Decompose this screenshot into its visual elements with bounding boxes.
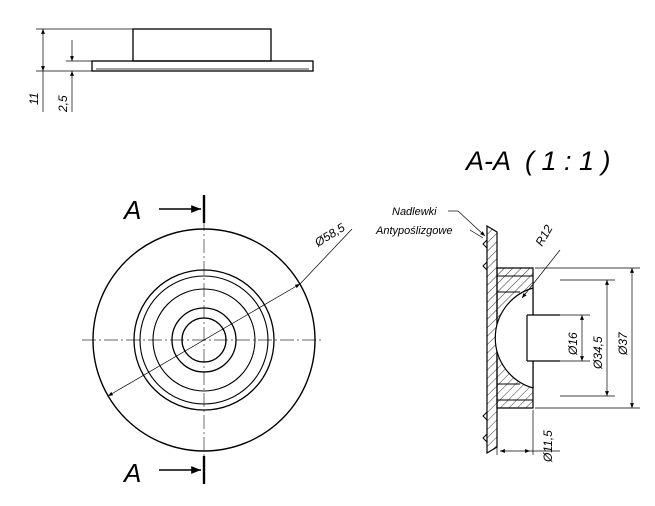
dim-d37: Ø37 bbox=[616, 331, 630, 356]
section-title: A-A ( 1 : 1 ) bbox=[464, 146, 611, 176]
dim-height-total: 11 bbox=[27, 93, 41, 105]
dim-radius: R12 bbox=[532, 222, 555, 248]
dim-d34-5: Ø34,5 bbox=[591, 336, 605, 370]
dim-d11-5: Ø11,5 bbox=[541, 430, 555, 463]
section-mark-bottom: A bbox=[122, 458, 141, 488]
side-view-flange bbox=[91, 60, 314, 72]
section-view: A-A ( 1 : 1 ) Nadlewki Antypoślizgowe R1… bbox=[375, 146, 640, 463]
front-view: Ø58,5 A A bbox=[82, 195, 353, 488]
dim-height-flange: 2,5 bbox=[56, 95, 70, 113]
dim-d16: Ø16 bbox=[566, 332, 580, 356]
dim-outer-diameter: Ø58,5 bbox=[311, 220, 347, 250]
label-antyposlizgowe: Antypoślizgowe bbox=[375, 225, 452, 237]
side-view-boss bbox=[132, 28, 272, 62]
side-view: 11 2,5 bbox=[27, 28, 314, 113]
outer-circle bbox=[92, 228, 316, 452]
label-nadlewki: Nadlewki bbox=[392, 206, 437, 218]
dim-line-outer-diameter bbox=[107, 283, 301, 397]
section-mark-top: A bbox=[122, 195, 141, 225]
section-spherical-seat bbox=[494, 287, 534, 389]
